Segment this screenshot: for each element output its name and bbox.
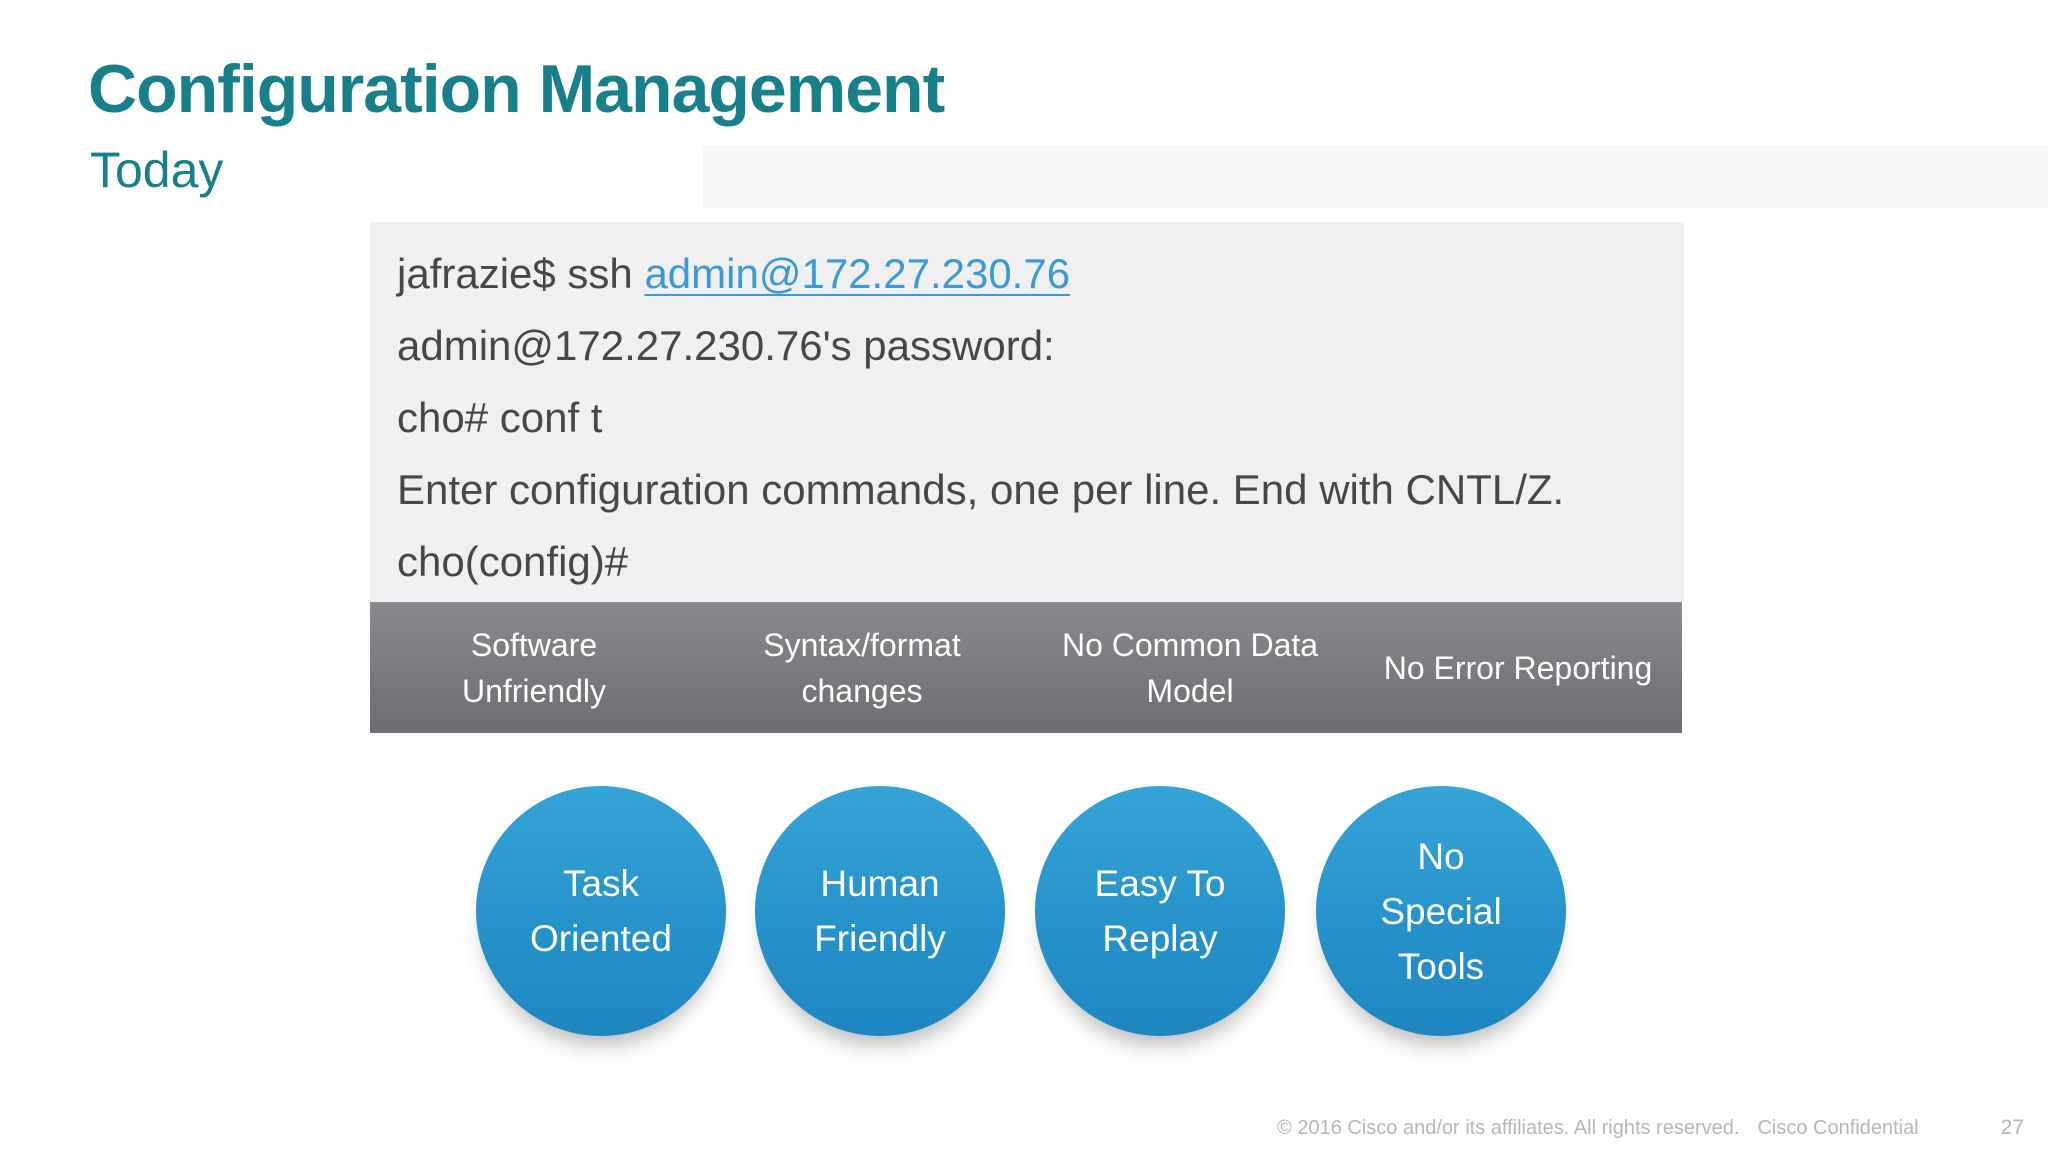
terminal-line-5: cho(config)# (397, 538, 629, 585)
footer: © 2016 Cisco and/or its affiliates. All … (1277, 1116, 2024, 1140)
benefit-circle-no-special-tools: No Special Tools (1316, 786, 1566, 1036)
terminal-line-4: Enter configuration commands, one per li… (397, 466, 1565, 513)
page-title: Configuration Management (88, 51, 945, 127)
ssh-admin-link[interactable]: admin@172.27.230.76 (644, 250, 1071, 297)
page-number: 27 (2000, 1116, 2024, 1139)
terminal-panel: jafrazie$ ssh admin@172.27.230.76 admin@… (370, 222, 1684, 602)
terminal-line-3: cho# conf t (397, 394, 603, 441)
issue-item-no-error-reporting: No Error Reporting (1383, 649, 1653, 686)
confidential-text: Cisco Confidential (1757, 1117, 1919, 1139)
terminal-line-2: admin@172.27.230.76's password: (397, 322, 1055, 369)
issue-item-software-unfriendly: Software Unfriendly (461, 626, 607, 709)
copyright-text: © 2016 Cisco and/or its affiliates. All … (1277, 1117, 1740, 1139)
terminal-line-1: jafrazie$ ssh admin@172.27.230.76 (397, 238, 1674, 310)
issue-item-no-common-data-model: No Common Data Model (1061, 626, 1319, 709)
issue-item-syntax-format-changes: Syntax/format changes (763, 626, 961, 709)
issues-bar: Software Unfriendly Syntax/format change… (370, 602, 1682, 733)
terminal-prompt-text: jafrazie$ ssh (397, 250, 645, 297)
benefit-circle-human-friendly: Human Friendly (755, 786, 1005, 1036)
benefit-circle-task-oriented: Task Oriented (476, 786, 726, 1036)
page-subtitle: Today (90, 142, 224, 198)
benefit-circle-easy-to-replay: Easy To Replay (1035, 786, 1285, 1036)
background-band (703, 145, 2048, 208)
